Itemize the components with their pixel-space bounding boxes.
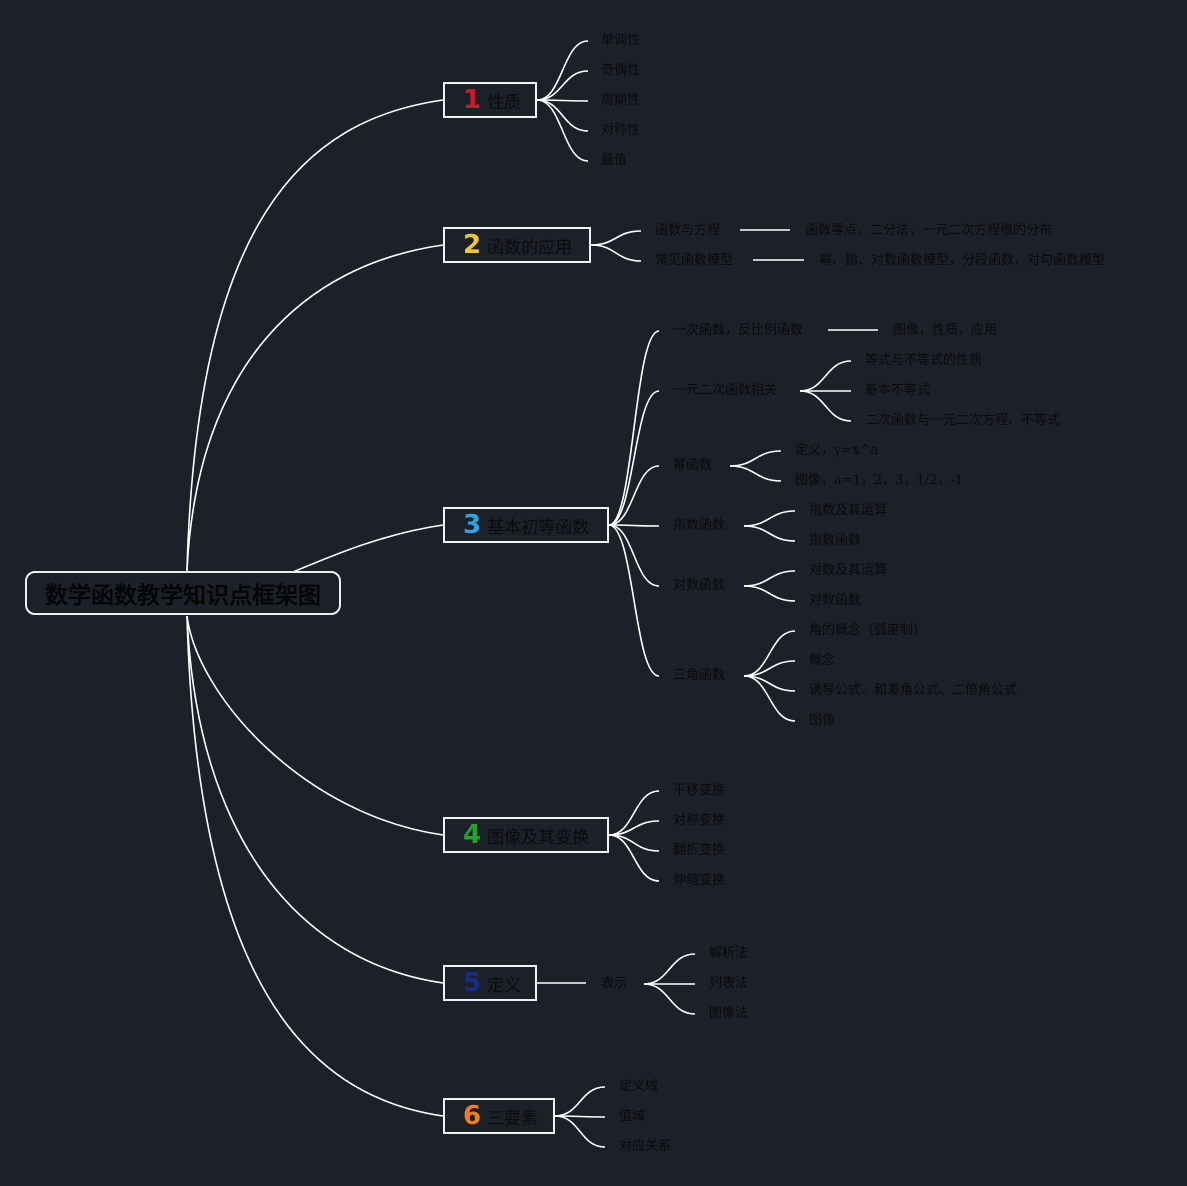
branch-label: 图像及其变换 — [487, 827, 590, 848]
root-connector — [186, 244, 444, 571]
number-1-icon: 1 — [463, 85, 482, 115]
branch-label: 基本初等函数 — [487, 517, 590, 538]
leaf-quadratic-item[interactable]: 等式与不等式的性质 — [865, 353, 983, 368]
leaf-linear-detail[interactable]: 图像，性质，应用 — [893, 323, 998, 338]
leaf-flip[interactable]: 翻折变换 — [673, 843, 726, 858]
fan-connector — [743, 525, 796, 542]
fan-connector — [608, 465, 660, 526]
leaf-trig-item[interactable]: 角的概念（弧度制） — [809, 623, 927, 638]
number-4-icon: 4 — [463, 820, 482, 850]
branch-definition[interactable]: 5 定义 — [443, 965, 537, 1001]
leaf-quadratic-item[interactable]: 基本不等式 — [865, 383, 931, 398]
fan-connector — [536, 99, 589, 132]
root-connector — [186, 615, 444, 984]
leaf-logarithm-item[interactable]: 对数及其运算 — [809, 563, 888, 578]
branch-graph-transform[interactable]: 4 图像及其变换 — [443, 817, 609, 853]
branch-properties[interactable]: 1 性质 — [443, 82, 537, 118]
number-2-icon: 2 — [463, 230, 482, 260]
leaf-stretch[interactable]: 伸缩变换 — [673, 873, 726, 888]
number-3-icon: 3 — [463, 510, 482, 540]
leaf-graphical[interactable]: 图像法 — [709, 1006, 749, 1021]
fan-connector — [536, 70, 589, 101]
fan-connector — [729, 465, 782, 482]
fan-connector — [608, 390, 660, 526]
leaf-exponential-item[interactable]: 指数及其运算 — [809, 503, 888, 518]
root-connector — [186, 615, 444, 1117]
root-connector — [186, 615, 444, 836]
fan-connector — [590, 244, 642, 262]
leaf-translation[interactable]: 平移变换 — [673, 783, 726, 798]
leaf-trig[interactable]: 三角函数 — [673, 668, 726, 683]
leaf-exponential[interactable]: 指数函数 — [673, 518, 726, 533]
leaf-symmetry[interactable]: 对称性 — [601, 123, 641, 138]
fan-connector — [608, 524, 660, 677]
leaf-trig-item[interactable]: 诱导公式、和差角公式、二倍角公式 — [809, 683, 1018, 698]
branch-label: 函数的应用 — [487, 237, 573, 258]
fan-connector — [608, 834, 660, 882]
leaf-exponential-item[interactable]: 指数函数 — [809, 533, 862, 548]
branch-elementary-functions[interactable]: 3 基本初等函数 — [443, 507, 609, 543]
number-6-icon: 6 — [463, 1101, 482, 1131]
fan-connector — [743, 570, 796, 587]
leaf-power[interactable]: 幂函数 — [673, 458, 713, 473]
leaf-domain[interactable]: 定义域 — [619, 1079, 659, 1094]
leaf-power-item[interactable]: 定义，y=x^a — [795, 443, 879, 458]
leaf-mapping[interactable]: 对应关系 — [619, 1139, 672, 1154]
root-topic[interactable]: 数学函数教学知识点框架图 — [25, 571, 341, 615]
leaf-logarithm-item[interactable]: 对数函数 — [809, 593, 862, 608]
leaf-common-models[interactable]: 常见函数模型 — [655, 253, 734, 268]
leaf-function-equation[interactable]: 函数与方程 — [655, 223, 721, 238]
leaf-extremum[interactable]: 最值 — [601, 153, 628, 168]
leaf-quadratic[interactable]: 一元二次函数相关 — [673, 383, 778, 398]
fan-connector — [743, 510, 796, 527]
fan-connector — [643, 983, 696, 1015]
leaf-logarithm[interactable]: 对数函数 — [673, 578, 726, 593]
leaf-linear-inverse[interactable]: 一次函数，反比例函数 — [673, 323, 804, 338]
leaf-trig-item[interactable]: 概念 — [809, 653, 836, 668]
leaf-power-item[interactable]: 图像，a=1，2，3，1/2，-1 — [795, 473, 964, 488]
root-connector — [186, 99, 444, 571]
leaf-periodicity[interactable]: 周期性 — [601, 93, 641, 108]
leaf-monotonicity[interactable]: 单调性 — [601, 33, 641, 48]
number-5-icon: 5 — [463, 968, 482, 998]
fan-connector — [743, 630, 796, 677]
leaf-parity[interactable]: 奇偶性 — [601, 63, 641, 78]
leaf-models-detail[interactable]: 幂、指、对数函数模型，分段函数，对勾函数模型 — [819, 253, 1106, 268]
fan-connector — [799, 390, 852, 422]
fan-connector — [608, 330, 660, 526]
branch-label: 三要素 — [487, 1108, 539, 1129]
branch-applications[interactable]: 2 函数的应用 — [443, 227, 591, 263]
fan-connector — [643, 953, 696, 985]
fan-connector — [608, 524, 660, 587]
leaf-zero-point-detail[interactable]: 函数零点，二分法，一元二次方程根的分布 — [805, 223, 1053, 238]
fan-connector — [536, 99, 589, 162]
fan-connector — [554, 1115, 606, 1148]
fan-connector — [608, 790, 660, 836]
fan-connector — [554, 1086, 606, 1117]
branch-label: 性质 — [487, 92, 522, 113]
fan-connector — [743, 585, 796, 602]
fan-connector — [729, 450, 782, 467]
leaf-trig-item[interactable]: 图像 — [809, 713, 836, 728]
branch-label: 定义 — [487, 975, 522, 996]
leaf-range[interactable]: 值域 — [619, 1109, 646, 1124]
leaf-analytic[interactable]: 解析法 — [709, 946, 749, 961]
fan-connector — [536, 40, 589, 101]
fan-connector — [590, 230, 642, 246]
leaf-symmetric-transform[interactable]: 对称变换 — [673, 813, 726, 828]
fan-connector — [743, 675, 796, 722]
fan-connector — [799, 360, 852, 392]
leaf-quadratic-item[interactable]: 二次函数与一元二次方程、不等式 — [865, 413, 1061, 428]
leaf-representation[interactable]: 表示 — [601, 976, 628, 991]
leaf-tabular[interactable]: 列表法 — [709, 976, 749, 991]
branch-three-elements[interactable]: 6 三要素 — [443, 1098, 555, 1134]
fan-connector — [608, 524, 660, 527]
